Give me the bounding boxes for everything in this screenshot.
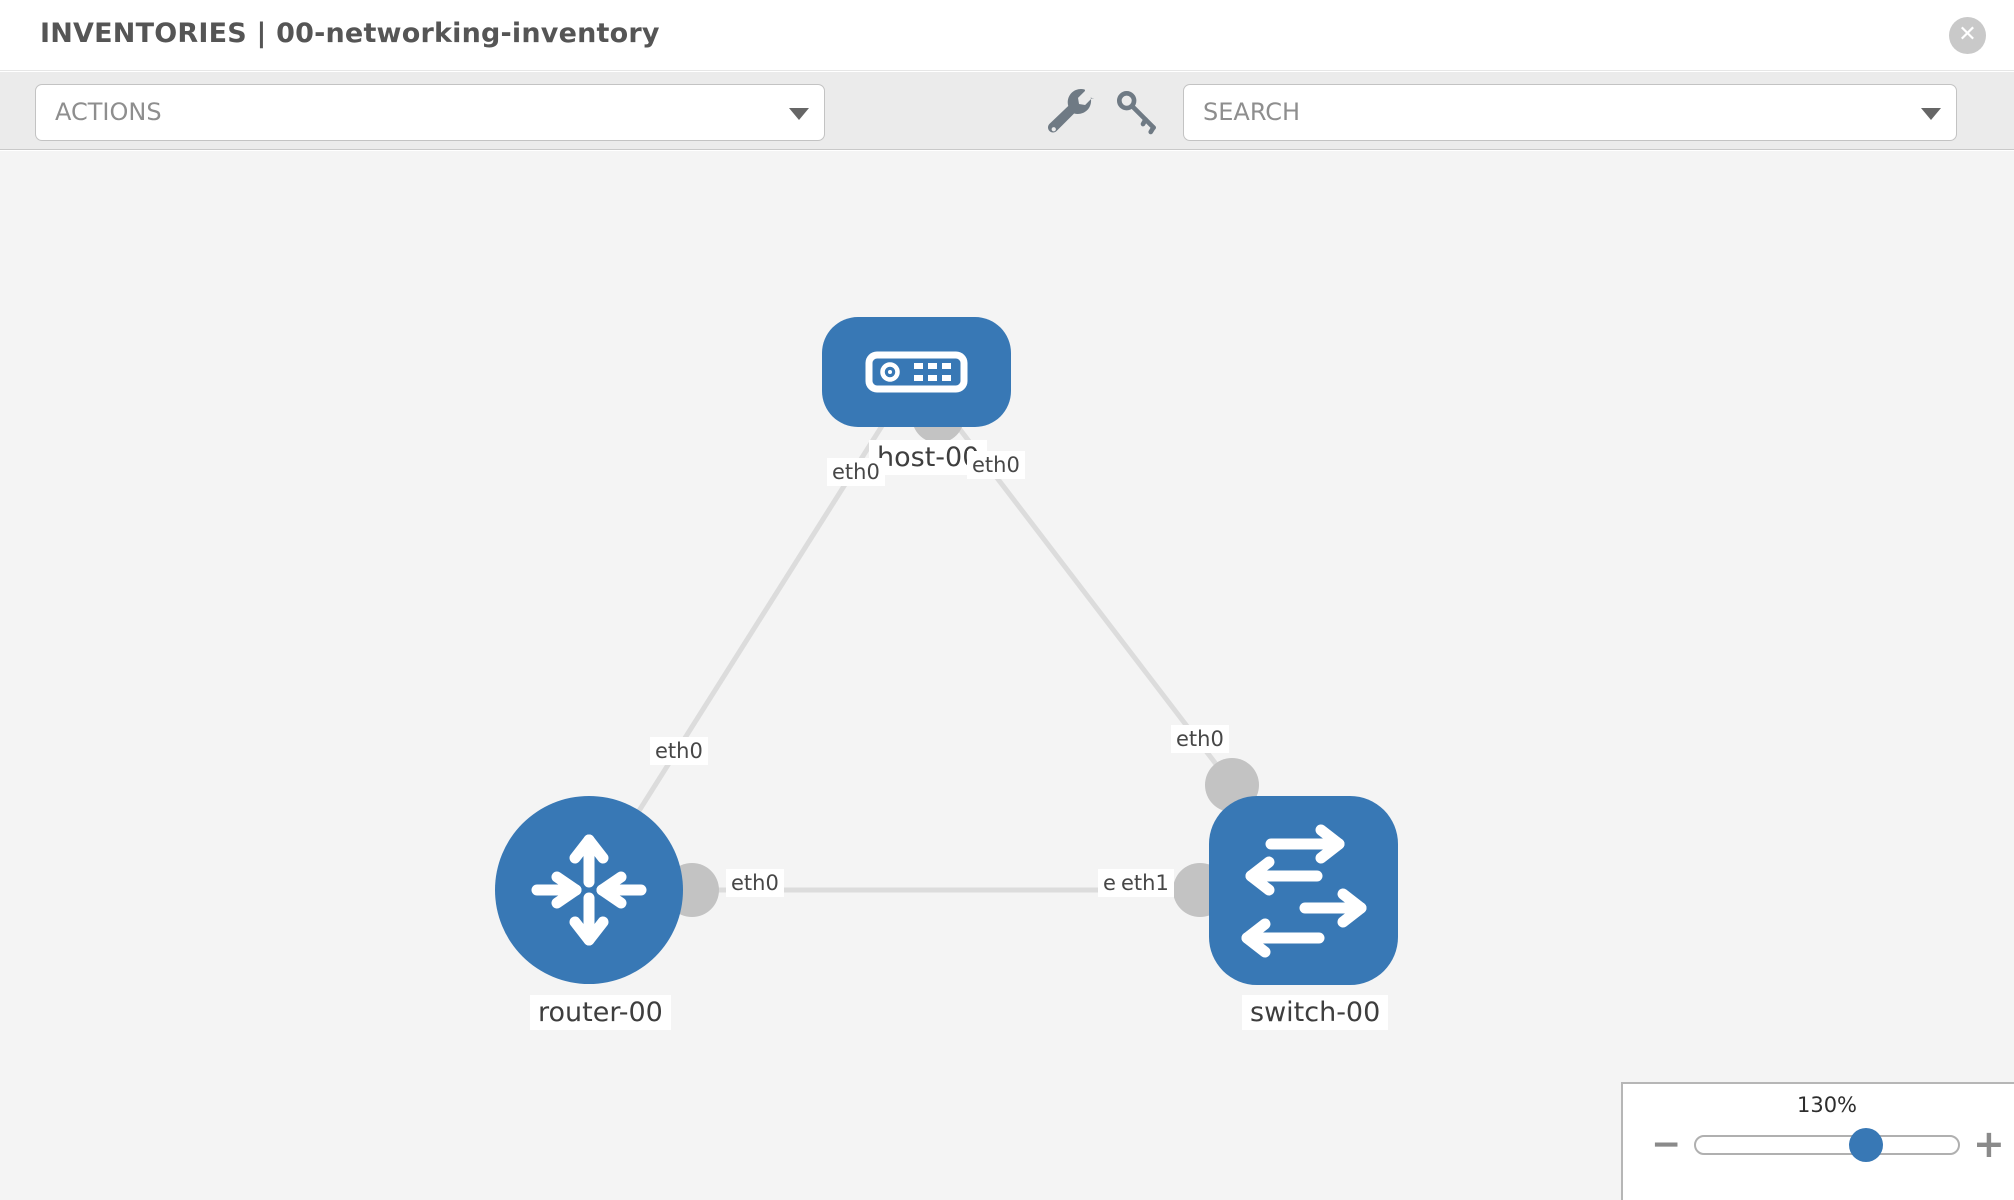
close-icon[interactable]: ✕ <box>1949 17 1986 54</box>
router-icon <box>531 834 647 946</box>
zoom-slider-track[interactable] <box>1694 1128 1960 1162</box>
header-bar: INVENTORIES | 00-networking-inventory ✕ <box>0 0 2014 71</box>
interface-label-router-to-host: eth0 <box>650 737 708 766</box>
zoom-out-minus-icon[interactable]: − <box>1651 1124 1682 1165</box>
toolbar: ACTIONS SEARCH <box>0 72 2014 150</box>
search-dropdown-label: SEARCH <box>1203 98 1301 126</box>
zoom-slider-thumb[interactable] <box>1849 1128 1883 1162</box>
node-host-00[interactable] <box>822 317 1011 427</box>
interface-label-host-to-switch: eth0 <box>967 451 1025 480</box>
caret-down-icon <box>789 108 809 120</box>
interface-label-router-to-switch: eth0 <box>726 869 784 898</box>
interface-label-host-to-router: eth0 <box>827 458 885 487</box>
zoom-in-plus-icon[interactable]: + <box>1973 1122 2005 1166</box>
switch-icon <box>1241 824 1367 958</box>
page-title: INVENTORIES | 00-networking-inventory <box>40 18 660 49</box>
search-dropdown[interactable]: SEARCH <box>1183 84 1957 141</box>
key-icon[interactable] <box>1115 89 1161 135</box>
host-icon <box>865 351 968 393</box>
zoom-control-panel: 130% − + <box>1621 1082 2014 1200</box>
node-label-router: router-00 <box>530 995 671 1031</box>
interface-label-switch-to-router: eth1 <box>1116 869 1174 898</box>
zoom-level-value: 130% <box>1796 1093 1858 1117</box>
wrench-icon[interactable] <box>1048 89 1094 135</box>
topology-canvas[interactable] <box>0 151 2014 1200</box>
actions-dropdown-label: ACTIONS <box>55 98 162 126</box>
caret-down-icon <box>1921 108 1941 120</box>
link-host-switch[interactable] <box>914 370 1234 787</box>
actions-dropdown[interactable]: ACTIONS <box>35 84 825 141</box>
node-label-switch: switch-00 <box>1242 995 1389 1031</box>
node-router-00[interactable] <box>495 796 683 984</box>
node-switch-00[interactable] <box>1209 796 1398 985</box>
interface-label-switch-to-host: eth0 <box>1171 725 1229 754</box>
